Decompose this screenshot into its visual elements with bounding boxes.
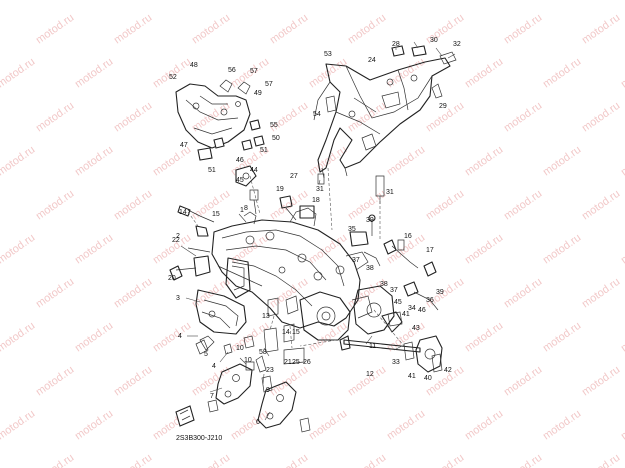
callout-14: 14 xyxy=(179,209,187,216)
callout-4: 4 xyxy=(212,363,216,370)
callout-9: 9 xyxy=(266,387,270,394)
callout-29: 29 xyxy=(439,103,447,110)
callout-8: 8 xyxy=(244,205,248,212)
callout-4: 4 xyxy=(178,333,182,340)
callout-42: 42 xyxy=(444,367,452,374)
callout-49: 49 xyxy=(254,90,262,97)
engine-guard xyxy=(195,289,247,351)
callout-labels: 1234456789101011121314141515161718192021… xyxy=(168,37,461,426)
callout-26: 26 xyxy=(303,359,311,366)
callout-3: 3 xyxy=(176,295,180,302)
callout-35: 35 xyxy=(348,226,356,233)
callout-39: 39 xyxy=(366,217,374,224)
callout-19: 19 xyxy=(276,186,284,193)
callout-48: 48 xyxy=(190,62,198,69)
leader-lines xyxy=(180,41,456,421)
callout-47: 47 xyxy=(180,142,188,149)
callout-24: 24 xyxy=(368,57,376,64)
callout-27: 27 xyxy=(290,173,298,180)
callout-40: 40 xyxy=(424,375,432,382)
callout-18: 18 xyxy=(312,197,320,204)
cowling-bracket xyxy=(175,79,265,161)
callout-45: 45 xyxy=(236,177,244,184)
callout-41: 41 xyxy=(408,373,416,380)
bolts-and-shafts xyxy=(169,45,457,433)
callout-10: 10 xyxy=(244,357,252,364)
callout-7: 7 xyxy=(210,393,214,400)
callout-20: 20 xyxy=(168,275,176,282)
callout-55: 55 xyxy=(270,122,278,129)
callout-5: 5 xyxy=(204,351,208,358)
callout-6: 6 xyxy=(256,419,260,426)
engine-mount-bracket xyxy=(175,363,297,429)
callout-53: 53 xyxy=(324,51,332,58)
callout-33: 33 xyxy=(392,359,400,366)
callout-37: 37 xyxy=(390,287,398,294)
callout-57: 57 xyxy=(250,68,258,75)
rear-frame xyxy=(313,57,451,179)
callout-39: 39 xyxy=(436,289,444,296)
callout-43: 43 xyxy=(412,325,420,332)
callout-41: 41 xyxy=(402,311,410,318)
callout-37: 37 xyxy=(352,257,360,264)
callout-38: 38 xyxy=(366,265,374,272)
callout-10: 10 xyxy=(236,345,244,352)
callout-36: 36 xyxy=(426,297,434,304)
callout-22: 22 xyxy=(172,237,180,244)
callout-44: 44 xyxy=(250,167,258,174)
callout-17: 17 xyxy=(426,247,434,254)
callout-46: 46 xyxy=(418,307,426,314)
callout-28: 28 xyxy=(392,41,400,48)
callout-25: 25 xyxy=(292,359,300,366)
callout-31: 31 xyxy=(386,189,394,196)
callout-46: 46 xyxy=(236,157,244,164)
callout-1: 1 xyxy=(240,207,244,214)
callout-31: 31 xyxy=(316,186,324,193)
callout-2: 2 xyxy=(176,233,180,240)
callout-50: 50 xyxy=(272,135,280,142)
callout-34: 34 xyxy=(408,305,416,312)
callout-45: 45 xyxy=(394,299,402,306)
diagram-code: 2S3B300-J210 xyxy=(176,435,222,442)
callout-58: 58 xyxy=(259,349,267,356)
main-frame xyxy=(211,207,373,341)
callout-38: 38 xyxy=(380,281,388,288)
callout-52: 52 xyxy=(169,74,177,81)
callout-30: 30 xyxy=(430,37,438,44)
callout-12: 12 xyxy=(366,371,374,378)
callout-15: 15 xyxy=(292,329,300,336)
callout-51: 51 xyxy=(208,167,216,174)
callout-21: 21 xyxy=(284,359,292,366)
callout-56: 56 xyxy=(228,67,236,74)
callout-11: 11 xyxy=(369,343,376,350)
callout-16: 16 xyxy=(404,233,412,240)
callout-32: 32 xyxy=(453,41,461,48)
callout-14: 14 xyxy=(282,329,290,336)
callout-57: 57 xyxy=(265,81,273,88)
callout-54: 54 xyxy=(313,111,321,118)
callout-13: 13 xyxy=(262,313,270,320)
callout-23: 23 xyxy=(266,367,274,374)
callout-15: 15 xyxy=(212,211,220,218)
callout-51: 51 xyxy=(260,147,268,154)
